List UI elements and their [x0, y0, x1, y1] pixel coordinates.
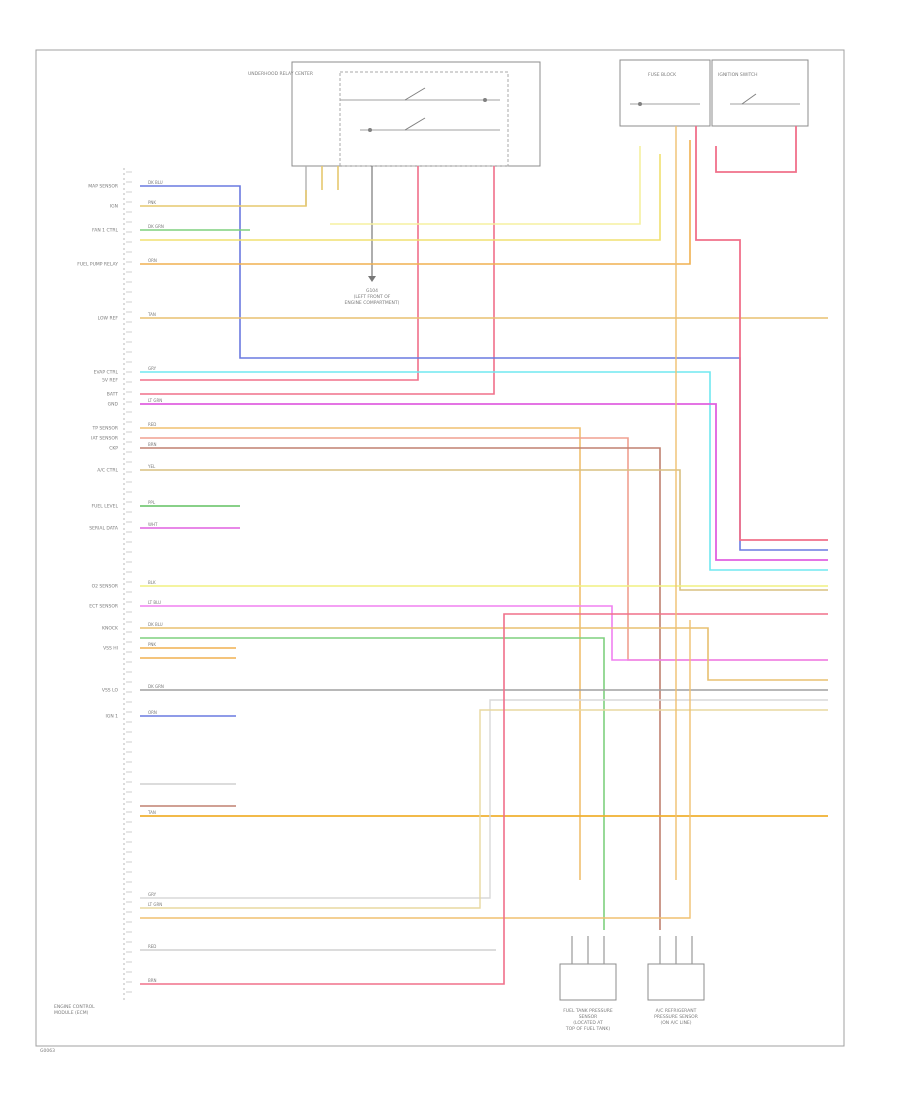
- wire-color-tag: DK GRN: [148, 684, 164, 689]
- fuse-block: FUSE BLOCK: [619, 59, 711, 127]
- wire-color-tag: RED: [148, 944, 156, 949]
- ecm-label-1: ENGINE CONTROL: [54, 1004, 95, 1010]
- diagram-frame: [35, 49, 845, 1047]
- wire-color-tag: TAN: [147, 810, 156, 815]
- switch-box: IGNITION SWITCH: [711, 59, 809, 127]
- pin-label: SERIAL DATA: [89, 526, 119, 532]
- ground-label-1: G104: [366, 288, 378, 294]
- fuel-tank-pressure-sensor: FUEL TANK PRESSURE SENSOR (LOCATED AT TO…: [559, 936, 617, 1032]
- wire-color-tag: LT GRN: [148, 398, 162, 403]
- ecm-label-2: MODULE (ECM): [54, 1010, 89, 1016]
- wire-color-tag: DK GRN: [148, 224, 164, 229]
- ground-label-2: (LEFT FRONT OF: [354, 294, 391, 300]
- wire-color-tag: PNK: [148, 642, 156, 647]
- ground-g104: G104 (LEFT FRONT OF ENGINE COMPARTMENT): [345, 166, 400, 306]
- switch-box-label: IGNITION SWITCH: [718, 72, 758, 78]
- fuel-sensor-label-4: TOP OF FUEL TANK): [565, 1026, 610, 1032]
- pin-label: LOW REF: [98, 316, 119, 322]
- pin-label: FUEL PUMP RELAY: [77, 262, 118, 268]
- pin-label: IAT SENSOR: [91, 436, 118, 442]
- fuel-sensor-label-1: FUEL TANK PRESSURE: [563, 1008, 613, 1014]
- wire-color-tag: DK BLU: [148, 622, 163, 627]
- wire-color-tag: ORN: [148, 710, 157, 715]
- wire-color-tag: LT GRN: [148, 902, 162, 907]
- pin-label: ECT SENSOR: [89, 604, 118, 610]
- pin-label: VSS HI: [103, 646, 118, 652]
- wire-color-tag: RED: [148, 422, 156, 427]
- wire-color-tag: GRY: [148, 892, 157, 897]
- wire-color-tag: DK BLU: [148, 180, 163, 185]
- diagram-code: G0063: [40, 1048, 55, 1054]
- ecm-label: ENGINE CONTROL MODULE (ECM): [54, 1004, 95, 1016]
- ac-refrigerant-pressure-sensor: A/C REFRIGERANT PRESSURE SENSOR (ON A/C …: [647, 936, 705, 1026]
- fuse-block-label: FUSE BLOCK: [648, 72, 677, 78]
- pin-label: O2 SENSOR: [92, 584, 118, 590]
- wire-color-tag: BRN: [148, 442, 157, 447]
- pin-label: EVAP CTRL: [94, 370, 119, 376]
- ac-sensor-label-1: A/C REFRIGERANT: [656, 1008, 697, 1014]
- relay-center: UNDERHOOD RELAY CENTER: [248, 61, 541, 167]
- ac-sensor-label-3: (ON A/C LINE): [660, 1020, 691, 1026]
- pin-label: VSS LO: [102, 688, 119, 694]
- pin-label: FAN 1 CTRL: [92, 228, 118, 234]
- wire-color-tag: LT BLU: [148, 600, 161, 605]
- pin-label: IGN 1: [106, 714, 119, 720]
- pin-label: KNOCK: [102, 626, 119, 632]
- pin-label: TP SENSOR: [92, 426, 118, 432]
- pin-label: MAP SENSOR: [88, 184, 118, 190]
- pin-label: CKP: [109, 446, 118, 452]
- pin-label: 5V REF: [102, 378, 118, 384]
- pin-label: FUEL LEVEL: [92, 504, 119, 510]
- fuel-sensor-label-2: SENSOR: [579, 1014, 598, 1020]
- ecm-pin-rows: MAP SENSOR IGN FAN 1 CTRL FUEL PUMP RELAY LO…: [77, 171, 164, 993]
- relay-center-label: UNDERHOOD RELAY CENTER: [248, 71, 313, 77]
- wire-color-tag: PNK: [148, 200, 156, 205]
- wire-color-tag: PPL: [148, 500, 156, 505]
- pin-label: BATT: [107, 392, 118, 398]
- wire-color-tag: ORN: [148, 258, 157, 263]
- wire-harness: [140, 126, 828, 985]
- wire-color-tag: BLK: [148, 580, 156, 585]
- pin-label: IGN: [110, 204, 118, 210]
- ground-label-3: ENGINE COMPARTMENT): [345, 300, 400, 306]
- wire-color-tag: BRN: [148, 978, 157, 983]
- wire-color-tag: WHT: [148, 522, 158, 527]
- pin-label: A/C CTRL: [97, 468, 118, 474]
- fuel-sensor-label-3: (LOCATED AT: [573, 1020, 603, 1026]
- wire-color-tag: YEL: [147, 464, 156, 469]
- wire-color-tag: GRY: [148, 366, 157, 371]
- wire-color-tag: TAN: [147, 312, 156, 317]
- ac-sensor-label-2: PRESSURE SENSOR: [654, 1014, 698, 1020]
- pin-label: GND: [108, 402, 119, 408]
